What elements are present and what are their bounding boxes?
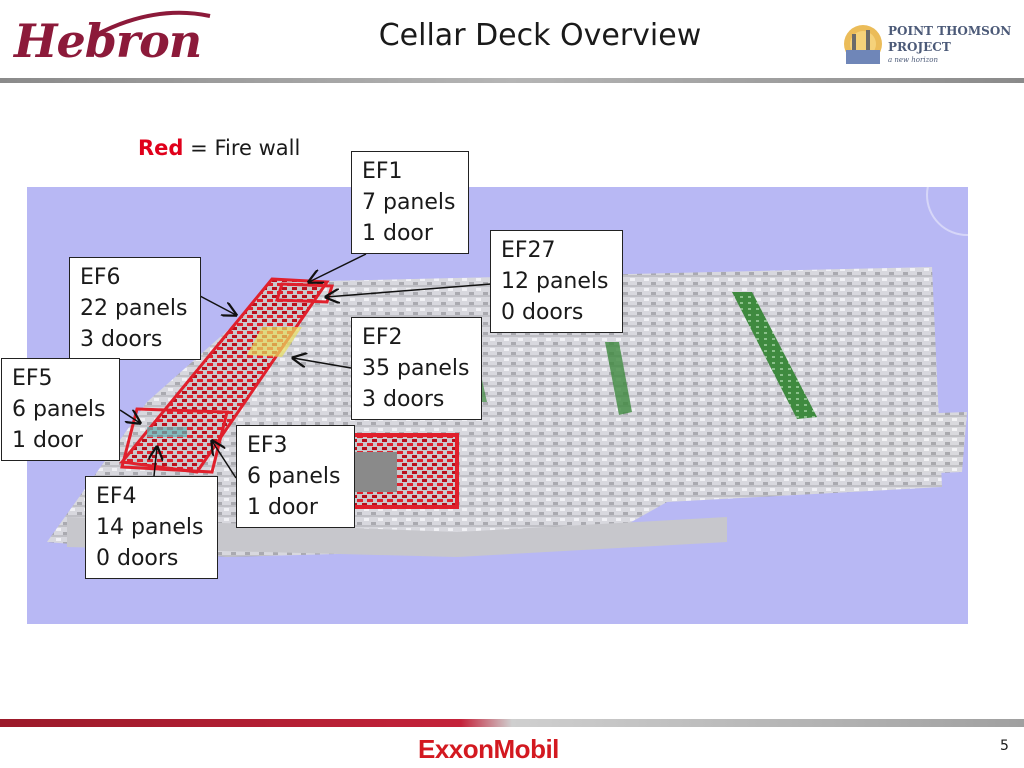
callout-ef4-panels: 14 panels	[96, 515, 204, 540]
callout-ef2: EF2 35 panels 3 doors	[351, 317, 482, 420]
point-thomson-tagline: a new horizon	[888, 56, 938, 64]
callout-ef6-panels: 22 panels	[80, 296, 188, 321]
hebron-logo: Hebron	[14, 10, 214, 76]
point-thomson-emblem-icon	[844, 25, 882, 64]
callout-ef1: EF1 7 panels 1 door	[351, 151, 469, 254]
legend-meaning: Fire wall	[214, 136, 301, 160]
exxonmobil-logo: ExxonMobil	[418, 734, 559, 764]
callout-ef2-panels: 35 panels	[362, 356, 470, 381]
callout-ef5-panels: 6 panels	[12, 397, 106, 422]
callout-ef6-doors: 3 doors	[80, 327, 163, 352]
callout-ef1-doors: 1 door	[362, 221, 433, 246]
callout-ef27-name: EF27	[501, 238, 556, 263]
hebron-swoosh-icon	[93, 10, 211, 38]
callout-ef27: EF27 12 panels 0 doors	[490, 230, 623, 333]
slide-title: Cellar Deck Overview	[378, 18, 702, 53]
callout-ef3-panels: 6 panels	[247, 464, 341, 489]
callout-ef5-doors: 1 door	[12, 428, 83, 453]
callout-ef4-doors: 0 doors	[96, 546, 179, 571]
callout-ef5: EF5 6 panels 1 door	[1, 358, 120, 461]
hebron-logo-text: Hebron	[14, 14, 202, 68]
callout-ef6: EF6 22 panels 3 doors	[69, 257, 201, 360]
callout-ef1-panels: 7 panels	[362, 190, 456, 215]
callout-ef3: EF3 6 panels 1 door	[236, 425, 355, 528]
header-divider	[0, 78, 1024, 83]
legend-color-word: Red	[138, 136, 184, 160]
callout-ef5-name: EF5	[12, 366, 53, 391]
legend-separator: =	[190, 136, 208, 160]
callout-ef3-name: EF3	[247, 433, 288, 458]
legend: Red = Fire wall	[138, 136, 300, 160]
callout-ef27-panels: 12 panels	[501, 269, 609, 294]
callout-ef27-doors: 0 doors	[501, 300, 584, 325]
callout-ef2-name: EF2	[362, 325, 403, 350]
callout-ef6-name: EF6	[80, 265, 121, 290]
callout-ef3-doors: 1 door	[247, 495, 318, 520]
footer-divider	[0, 719, 1024, 727]
point-thomson-logo: POINT THOMSON PROJECT a new horizon	[840, 18, 1011, 70]
point-thomson-text-line1: POINT THOMSON	[888, 24, 1012, 38]
point-thomson-text-line2: PROJECT	[888, 40, 951, 54]
callout-ef2-doors: 3 doors	[362, 387, 445, 412]
callout-ef1-name: EF1	[362, 159, 403, 184]
callout-ef4: EF4 14 panels 0 doors	[85, 476, 218, 579]
page-number: 5	[1000, 738, 1009, 754]
callout-ef4-name: EF4	[96, 484, 137, 509]
